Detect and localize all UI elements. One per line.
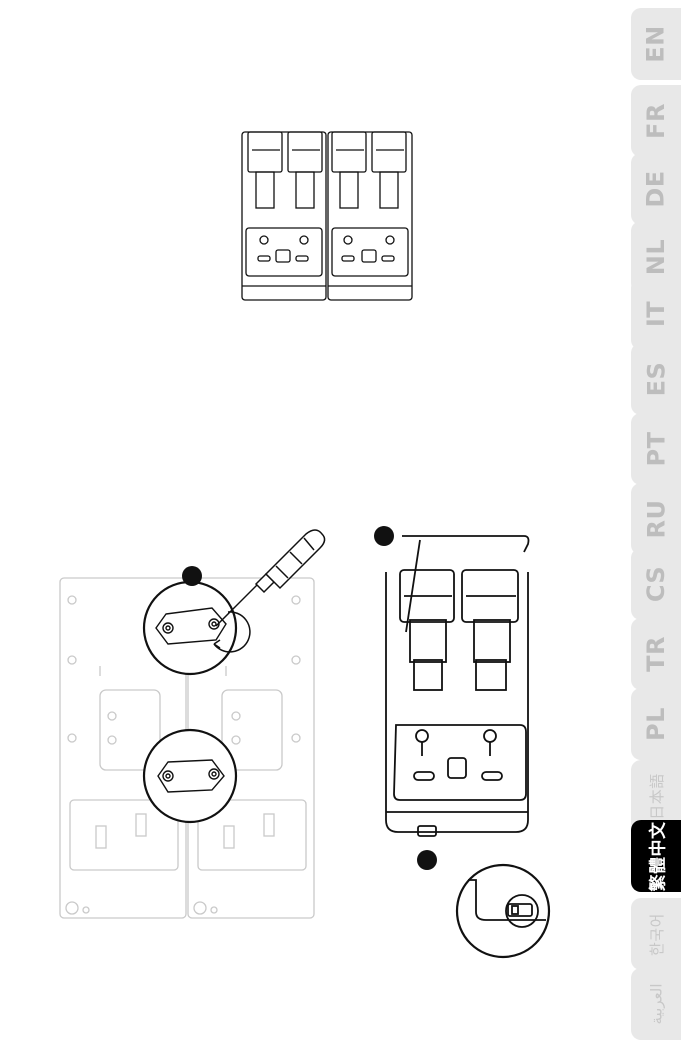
allen-key-icon	[402, 536, 529, 632]
